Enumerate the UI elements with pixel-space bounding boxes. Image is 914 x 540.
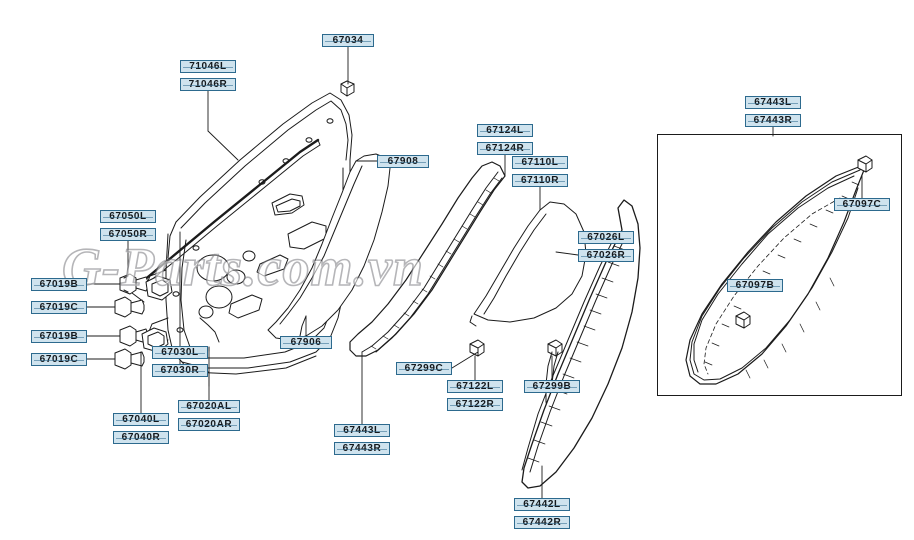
callout-67019B-upper[interactable]: 67019B	[31, 278, 87, 291]
callout-67026L[interactable]: 67026L	[578, 231, 634, 244]
callout-67908[interactable]: 67908	[377, 155, 429, 168]
part-67019-fasteners	[114, 273, 149, 370]
part-67908-water-shield	[267, 153, 391, 341]
inset-panel-border	[657, 134, 902, 396]
part-67034-clip	[340, 80, 355, 97]
part-67026-glass-stopper	[547, 339, 563, 357]
callout-67442R[interactable]: 67442R	[514, 516, 570, 529]
callout-67019C-lower[interactable]: 67019C	[31, 353, 87, 366]
callout-67906[interactable]: 67906	[280, 336, 332, 349]
inset-67443-opening-weatherstrip	[685, 155, 873, 385]
part-67110-door-glass	[469, 201, 587, 327]
callout-67034[interactable]: 67034	[322, 34, 374, 47]
callout-67443R-main[interactable]: 67443R	[334, 442, 390, 455]
part-67299c-fastener	[469, 339, 485, 357]
callout-67050L[interactable]: 67050L	[100, 210, 156, 223]
callout-67050R[interactable]: 67050R	[100, 228, 156, 241]
part-door-outer-panel	[145, 92, 353, 375]
callout-67097C[interactable]: 67097C	[834, 198, 890, 211]
callout-67020AL[interactable]: 67020AL	[178, 400, 240, 413]
leader-lines	[86, 46, 863, 499]
callout-71046L[interactable]: 71046L	[180, 60, 236, 73]
callout-67110L[interactable]: 67110L	[512, 156, 568, 169]
callout-67019C-upper[interactable]: 67019C	[31, 301, 87, 314]
callout-67097B[interactable]: 67097B	[727, 279, 783, 292]
callout-67299B[interactable]: 67299B	[524, 380, 580, 393]
part-67442-door-weatherstrip	[521, 199, 641, 489]
callout-67122R[interactable]: 67122R	[447, 398, 503, 411]
part-67124-run-channel	[349, 161, 506, 357]
callout-67040L[interactable]: 67040L	[113, 413, 169, 426]
callout-67040R[interactable]: 67040R	[113, 431, 169, 444]
callout-67443L-main[interactable]: 67443L	[334, 424, 390, 437]
callout-67442L[interactable]: 67442L	[514, 498, 570, 511]
callout-67299C[interactable]: 67299C	[396, 362, 452, 375]
callout-67443L-inset[interactable]: 67443L	[745, 96, 801, 109]
callout-67019B-lower[interactable]: 67019B	[31, 330, 87, 343]
callout-67026R[interactable]: 67026R	[578, 249, 634, 262]
callout-67030R[interactable]: 67030R	[152, 364, 208, 377]
callout-67122L[interactable]: 67122L	[447, 380, 503, 393]
callout-67110R[interactable]: 67110R	[512, 174, 568, 187]
callout-71046R[interactable]: 71046R	[180, 78, 236, 91]
callout-67124L[interactable]: 67124L	[477, 124, 533, 137]
callout-67443R-inset[interactable]: 67443R	[745, 114, 801, 127]
callout-67020AR[interactable]: 67020AR	[178, 418, 240, 431]
callout-67030L[interactable]: 67030L	[152, 346, 208, 359]
part-67030-67040-hinges	[140, 275, 210, 357]
callout-67124R[interactable]: 67124R	[477, 142, 533, 155]
